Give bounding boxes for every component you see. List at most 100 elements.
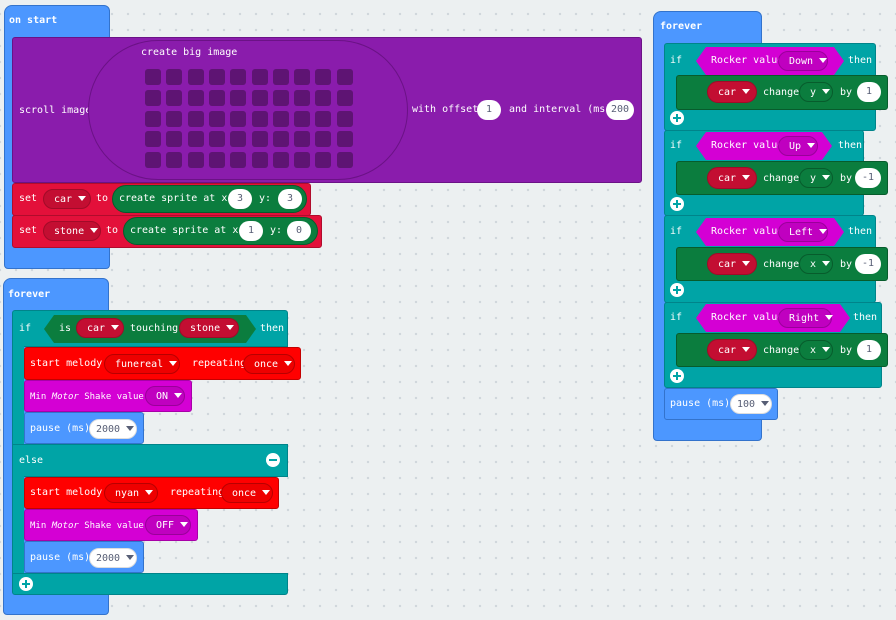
create-sprite-block[interactable] [112, 185, 307, 213]
rocker-dir-dropdown[interactable]: Down [778, 51, 828, 71]
led-cell[interactable] [294, 110, 311, 127]
repeat-dropdown[interactable]: once [243, 354, 295, 374]
led-cell[interactable] [187, 152, 204, 169]
plus-icon[interactable] [670, 283, 684, 297]
led-cell[interactable] [294, 89, 311, 106]
led-cell[interactable] [187, 69, 204, 85]
led-cell[interactable] [272, 89, 289, 106]
var-name: car [718, 345, 737, 356]
led-cell[interactable] [187, 131, 204, 148]
plus-icon[interactable] [670, 111, 684, 125]
led-cell[interactable] [208, 69, 225, 85]
led-cell[interactable] [230, 110, 247, 127]
led-cell[interactable] [251, 110, 268, 127]
create-big-image-block[interactable] [88, 40, 408, 180]
led-cell[interactable] [187, 110, 204, 127]
led-cell[interactable] [294, 131, 311, 148]
axis-dropdown[interactable]: y [799, 82, 833, 102]
interval-input[interactable]: 200 [606, 100, 634, 120]
led-cell[interactable] [272, 152, 289, 169]
led-cell[interactable] [336, 110, 353, 127]
axis-dropdown[interactable]: x [799, 340, 833, 360]
rocker-dir-dropdown[interactable]: Up [778, 136, 818, 156]
led-cell[interactable] [208, 131, 225, 148]
led-cell[interactable] [145, 131, 161, 148]
axis-dropdown[interactable]: x [799, 254, 833, 274]
sprite-y-input[interactable]: 3 [278, 189, 302, 209]
pause-dropdown[interactable]: 2000 [89, 548, 137, 568]
sprite-x-input[interactable]: 3 [228, 189, 252, 209]
led-cell[interactable] [145, 89, 161, 106]
melody-dropdown[interactable]: nyan [104, 483, 158, 503]
sprite-dropdown[interactable]: car [707, 253, 757, 275]
sprite-y-input[interactable]: 0 [287, 221, 311, 241]
led-cell[interactable] [272, 131, 289, 148]
sprite-x-input[interactable]: 1 [239, 221, 263, 241]
led-cell[interactable] [166, 152, 183, 169]
led-cell[interactable] [166, 110, 183, 127]
var-stone-dropdown[interactable]: stone [43, 221, 101, 241]
led-cell[interactable] [315, 110, 332, 127]
led-cell[interactable] [251, 131, 268, 148]
led-cell[interactable] [145, 69, 161, 85]
var-car-dropdown[interactable]: car [43, 189, 91, 209]
led-cell[interactable] [145, 152, 161, 169]
led-cell[interactable] [230, 89, 247, 106]
led-cell[interactable] [336, 152, 353, 169]
create-sprite-block[interactable] [123, 217, 318, 245]
sprite-dropdown[interactable]: car [707, 339, 757, 361]
shake-value-dropdown[interactable]: ON [145, 386, 185, 406]
if-label: if [670, 55, 683, 66]
caret-down-icon [819, 58, 828, 63]
led-cell[interactable] [251, 152, 268, 169]
axis-dropdown[interactable]: y [799, 168, 833, 188]
led-cell[interactable] [251, 69, 268, 85]
led-cell[interactable] [272, 110, 289, 127]
led-cell[interactable] [230, 152, 247, 169]
led-cell[interactable] [336, 131, 353, 148]
amount-input[interactable]: 1 [857, 82, 881, 102]
sprite-a-dropdown[interactable]: car [76, 318, 124, 338]
led-cell[interactable] [315, 131, 332, 148]
led-cell[interactable] [187, 89, 204, 106]
led-cell[interactable] [336, 69, 353, 85]
led-cell[interactable] [336, 89, 353, 106]
sprite-b-dropdown[interactable]: stone [179, 318, 239, 338]
pause-dropdown[interactable]: 2000 [89, 419, 137, 439]
led-cell[interactable] [230, 131, 247, 148]
caret-down-icon [822, 175, 831, 180]
shake-value-dropdown[interactable]: OFF [145, 515, 191, 535]
led-cell[interactable] [145, 110, 161, 127]
pause-dropdown[interactable]: 100 [730, 394, 772, 414]
plus-icon[interactable] [670, 369, 684, 383]
if-else-footer[interactable] [12, 573, 288, 595]
led-cell[interactable] [294, 152, 311, 169]
sprite-dropdown[interactable]: car [707, 81, 757, 103]
led-cell[interactable] [208, 110, 225, 127]
amount-input[interactable]: -1 [855, 168, 881, 188]
led-cell[interactable] [315, 89, 332, 106]
repeat-dropdown[interactable]: once [221, 483, 273, 503]
led-cell[interactable] [208, 152, 225, 169]
else-row[interactable] [12, 444, 288, 477]
led-cell[interactable] [315, 152, 332, 169]
plus-icon[interactable] [670, 197, 684, 211]
plus-icon[interactable] [19, 577, 33, 591]
minus-icon[interactable] [266, 453, 280, 467]
amount-input[interactable]: 1 [857, 340, 881, 360]
led-cell[interactable] [208, 89, 225, 106]
led-cell[interactable] [230, 69, 247, 85]
led-cell[interactable] [272, 69, 289, 85]
melody-dropdown[interactable]: funereal [104, 354, 180, 374]
led-cell[interactable] [166, 131, 183, 148]
led-cell[interactable] [294, 69, 311, 85]
led-cell[interactable] [251, 89, 268, 106]
led-cell[interactable] [166, 89, 183, 106]
sprite-dropdown[interactable]: car [707, 167, 757, 189]
rocker-dir-dropdown[interactable]: Left [778, 222, 828, 242]
offset-input[interactable]: 1 [477, 100, 501, 120]
led-cell[interactable] [315, 69, 332, 85]
rocker-dir-dropdown[interactable]: Right [778, 308, 834, 328]
led-cell[interactable] [166, 69, 183, 85]
amount-input[interactable]: -1 [855, 254, 881, 274]
